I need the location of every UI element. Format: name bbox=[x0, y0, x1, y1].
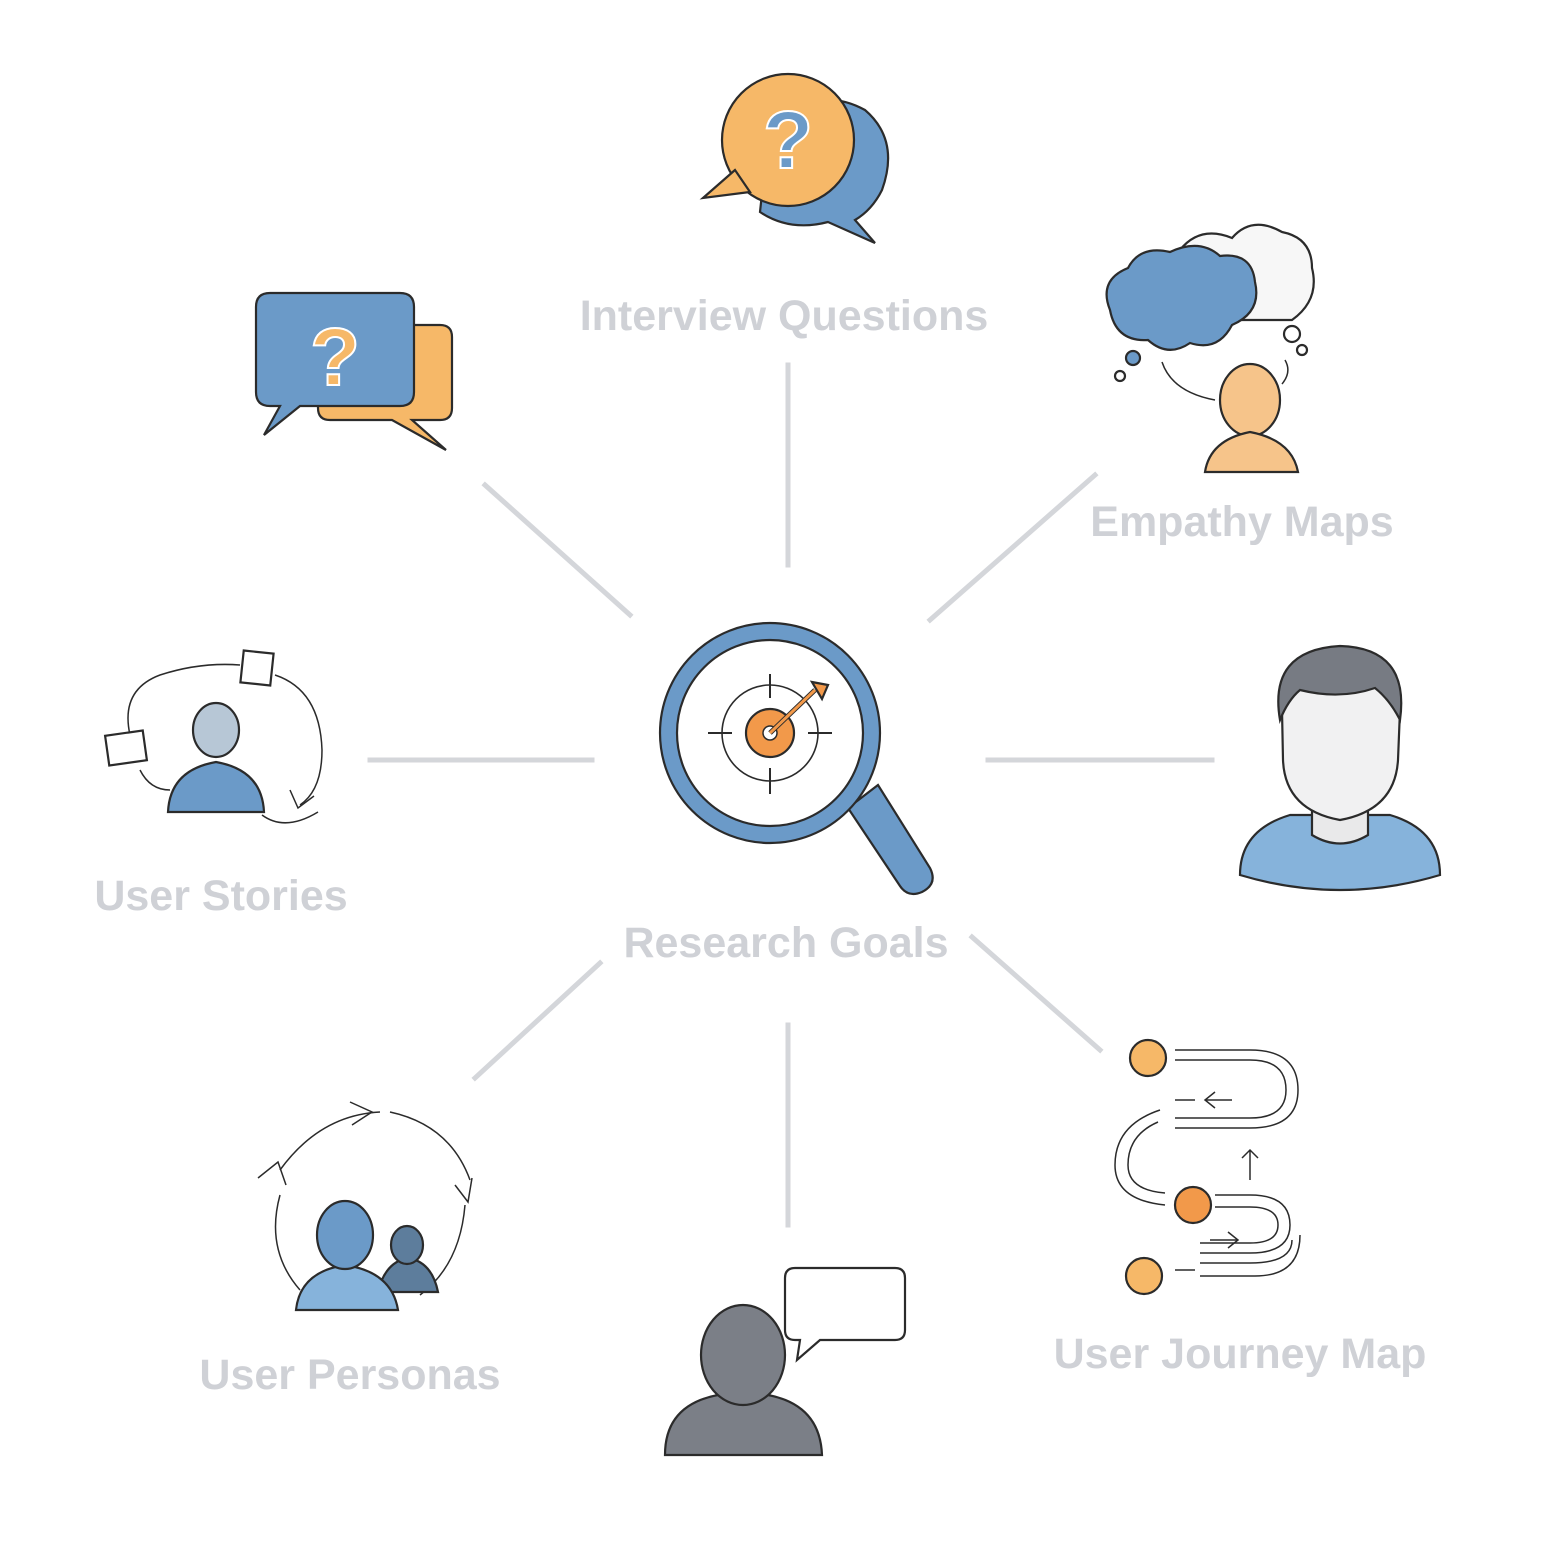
magnifier-target-icon bbox=[658, 621, 934, 896]
person-speech-bubble-icon bbox=[663, 1266, 907, 1457]
connector-question-chat bbox=[481, 481, 634, 619]
connector-lines bbox=[367, 362, 1215, 1228]
connector-empathy-maps bbox=[926, 471, 1099, 624]
empathy-maps-label: Empathy Maps bbox=[1090, 498, 1393, 546]
user-stories-label: User Stories bbox=[94, 872, 347, 920]
user-story-cycle-icon bbox=[103, 649, 323, 824]
question-chat-bubbles-icon: ? bbox=[254, 291, 454, 451]
persona-cycle-icon bbox=[257, 1101, 473, 1312]
center-label: Research Goals bbox=[623, 919, 948, 967]
connector-user-journey-map bbox=[968, 933, 1104, 1054]
user-journey-map-label: User Journey Map bbox=[1054, 1330, 1427, 1378]
svg-text:?: ? bbox=[763, 95, 813, 186]
thinking-person-clouds-icon bbox=[1105, 223, 1315, 474]
journey-path-icon bbox=[1114, 1038, 1301, 1296]
user-personas-label: User Personas bbox=[199, 1351, 500, 1399]
connector-user-personas bbox=[471, 959, 604, 1082]
question-speech-bubbles-icon: ? bbox=[699, 72, 890, 245]
user-avatar-icon bbox=[1238, 644, 1442, 892]
svg-text:?: ? bbox=[310, 312, 360, 403]
interview-questions-label: Interview Questions bbox=[580, 292, 989, 340]
